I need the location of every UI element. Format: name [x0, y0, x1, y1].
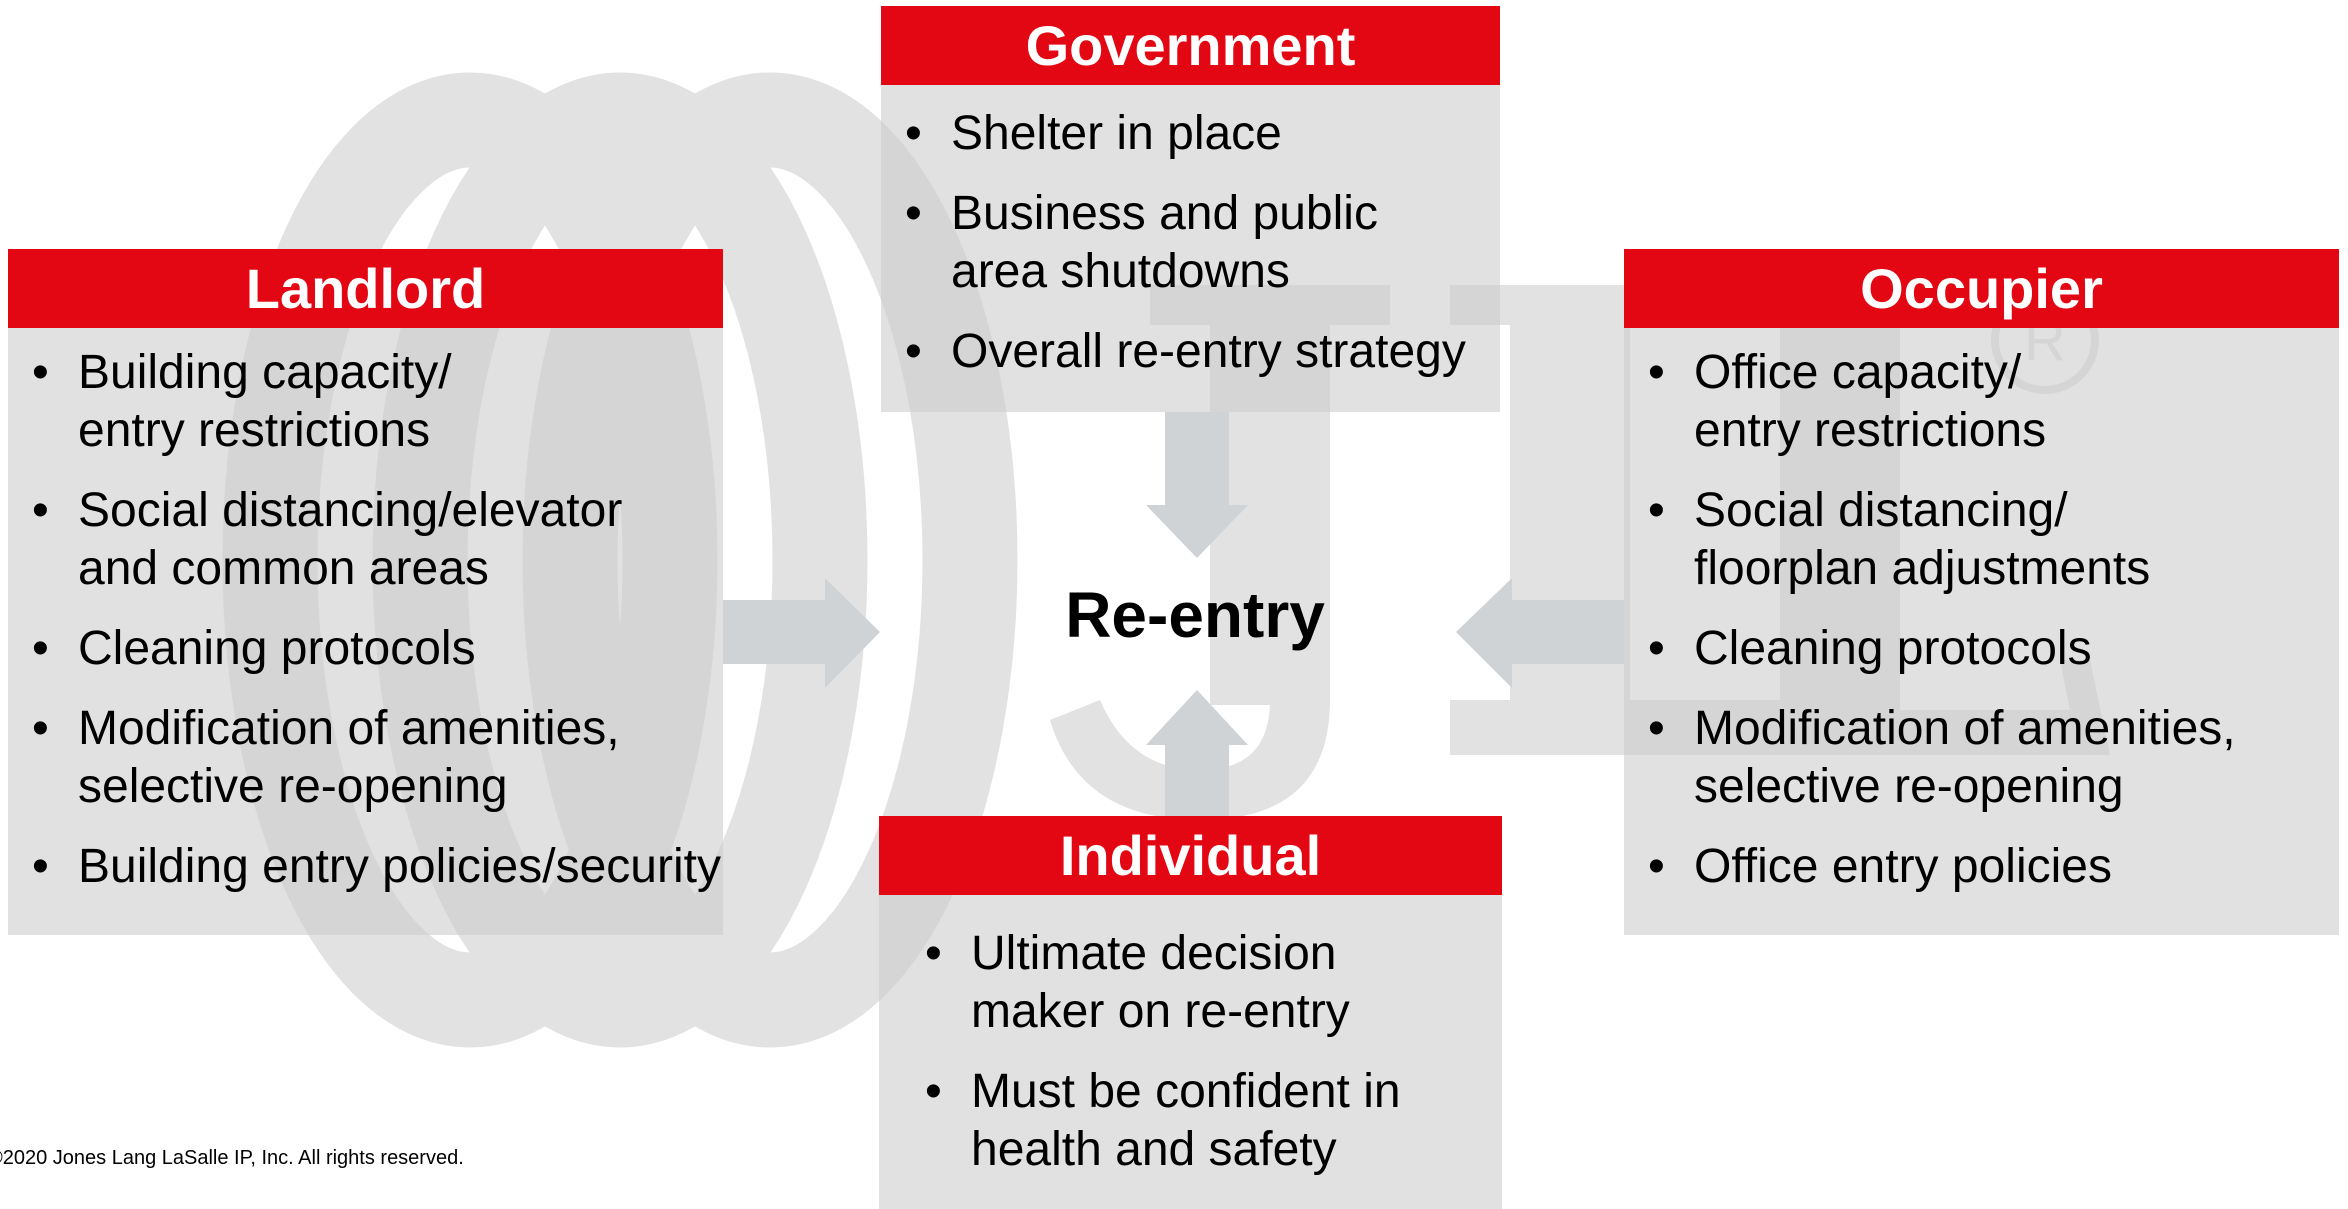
occupier-box: Occupier • Office capacity/ entry restric…: [1624, 249, 2339, 935]
bullet: •: [1648, 346, 1665, 399]
list-item: • Office capacity/ entry restrictions: [1648, 344, 2339, 460]
bullet: •: [32, 346, 49, 399]
individual-header: Individual: [879, 816, 1502, 895]
list-item: • Building entry policies/security: [32, 838, 723, 896]
government-list: • Shelter in place • Business and public a…: [881, 85, 1500, 381]
bullet: •: [32, 702, 49, 755]
bullet: •: [1648, 702, 1665, 755]
landlord-header: Landlord: [8, 249, 723, 328]
list-item-text: Business and public area shutdowns: [951, 187, 1378, 298]
bullet: •: [1648, 622, 1665, 675]
arrow-up-icon: [1146, 690, 1248, 816]
bullet: •: [925, 1065, 942, 1118]
government-header: Government: [881, 6, 1500, 85]
government-box: Government • Shelter in place • Business a…: [881, 6, 1500, 412]
arrow-down-icon: [1146, 412, 1248, 558]
individual-box: Individual • Ultimate decision maker on r…: [879, 816, 1502, 1209]
list-item-text: Shelter in place: [951, 107, 1282, 160]
list-item: • Overall re-entry strategy: [905, 323, 1500, 381]
occupier-list: • Office capacity/ entry restrictions • So…: [1624, 328, 2339, 896]
list-item: • Social distancing/elevator and common a…: [32, 482, 723, 598]
arrow-left-icon: [1456, 578, 1624, 688]
list-item-text: Cleaning protocols: [1694, 622, 2092, 675]
list-item-text: Must be confident in health and safety: [971, 1065, 1401, 1176]
bullet: •: [905, 187, 922, 240]
list-item-text: Office capacity/ entry restrictions: [1694, 346, 2047, 457]
copyright-notice: ©2020 Jones Lang LaSalle IP, Inc. All ri…: [0, 1147, 464, 1169]
list-item: • Business and public area shutdowns: [905, 185, 1500, 301]
list-item: • Building capacity/ entry restrictions: [32, 344, 723, 460]
list-item: • Must be confident in health and safety: [925, 1063, 1502, 1179]
arrow-right-icon: [723, 578, 880, 688]
occupier-header: Occupier: [1624, 249, 2339, 328]
bullet: •: [905, 107, 922, 160]
list-item-text: Ultimate decision maker on re-entry: [971, 927, 1350, 1038]
landlord-box: Landlord • Building capacity/ entry restr…: [8, 249, 723, 935]
list-item: • Ultimate decision maker on re-entry: [925, 925, 1502, 1041]
list-item-text: Social distancing/elevator and common ar…: [78, 484, 623, 595]
bullet: •: [32, 622, 49, 675]
list-item-text: Modification of amenities, selective re-…: [78, 702, 620, 813]
list-item-text: Overall re-entry strategy: [951, 325, 1466, 378]
list-item: • Cleaning protocols: [1648, 620, 2339, 678]
list-item: • Modification of amenities, selective re…: [1648, 700, 2339, 816]
list-item-text: Building entry policies/security: [78, 840, 721, 893]
list-item: • Cleaning protocols: [32, 620, 723, 678]
list-item-text: Social distancing/ floorplan adjustments: [1694, 484, 2151, 595]
bullet: •: [925, 927, 942, 980]
bullet: •: [1648, 840, 1665, 893]
list-item-text: Building capacity/ entry restrictions: [78, 346, 452, 457]
bullet: •: [32, 484, 49, 537]
list-item-text: Cleaning protocols: [78, 622, 476, 675]
individual-list: • Ultimate decision maker on re-entry • Mu…: [879, 895, 1502, 1179]
list-item: • Social distancing/ floorplan adjustment…: [1648, 482, 2339, 598]
list-item: • Modification of amenities, selective re…: [32, 700, 723, 816]
list-item: • Office entry policies: [1648, 838, 2339, 896]
bullet: •: [1648, 484, 1665, 537]
list-item: • Shelter in place: [905, 105, 1500, 163]
bullet: •: [32, 840, 49, 893]
list-item-text: Modification of amenities, selective re-…: [1694, 702, 2236, 813]
center-label: Re-entry: [1065, 579, 1325, 651]
landlord-list: • Building capacity/ entry restrictions •…: [8, 328, 723, 896]
bullet: •: [905, 325, 922, 378]
list-item-text: Office entry policies: [1694, 840, 2112, 893]
